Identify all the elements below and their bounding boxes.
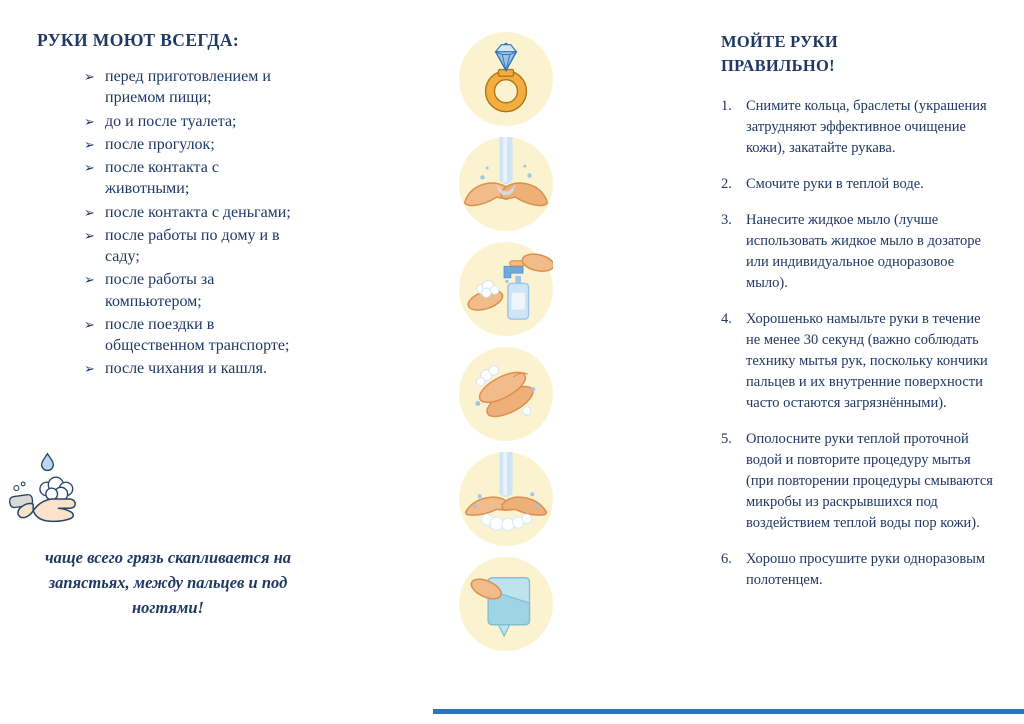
wash-occasion-item-text: после поездки в общественном транспорте;: [105, 315, 290, 355]
wash-occasion-item-text: перед приготовлением и приемом пищи;: [105, 68, 271, 107]
washing-hands-icon: [6, 452, 94, 536]
wash-occasion-item: ➢ перед приготовлением и приемом пищи;: [84, 66, 299, 109]
arrow-bullet-icon: ➢: [84, 227, 95, 243]
wash-occasion-item: ➢ после работы по дому и в саду;: [84, 225, 299, 268]
step-dry-hands-towel-icon: [459, 557, 553, 651]
wash-step-item: 2. Смочите руки в теплой воде.: [721, 174, 993, 195]
wash-occasion-item-text: до и после туалета;: [105, 112, 237, 130]
wash-step-item: 5. Ополосните руки теплой проточной водой…: [721, 429, 993, 534]
wash-step-item-text: Смочите руки в теплой воде.: [746, 175, 924, 192]
wash-occasion-item: ➢ после чихания и кашля.: [84, 358, 299, 379]
wash-occasion-item-text: после контакта с деньгами;: [105, 203, 291, 221]
step-number: 1.: [721, 97, 732, 114]
wash-step-item-text: Снимите кольца, браслеты (украшения затр…: [746, 97, 987, 156]
arrow-bullet-icon: ➢: [84, 272, 95, 288]
wash-step-item-text: Хорошенько намыльте руки в течение не ме…: [746, 310, 988, 412]
wash-step-item-text: Нанесите жидкое мыло (лучше использовать…: [746, 211, 981, 291]
step-apply-soap-dispenser-icon: [459, 242, 553, 336]
wash-occasion-item: ➢ после работы за компьютером;: [84, 269, 299, 312]
arrow-bullet-icon: ➢: [84, 136, 95, 152]
step-number: 5.: [721, 431, 732, 448]
wash-step-item-text: Хорошо просушите руки одноразовым полоте…: [746, 551, 986, 589]
wash-occasion-item: ➢ после контакта с животными;: [84, 157, 299, 200]
step-number: 4.: [721, 310, 732, 327]
wash-step-item: 1. Снимите кольца, браслеты (украшения за…: [721, 96, 993, 159]
wash-occasion-item-text: после работы по дому и в саду;: [105, 226, 280, 266]
arrow-bullet-icon: ➢: [84, 204, 95, 220]
arrow-bullet-icon: ➢: [84, 316, 95, 332]
arrow-bullet-icon: ➢: [84, 69, 95, 84]
step-number: 6.: [721, 551, 732, 568]
dirt-location-note: чаще всего грязь скапливается на запясть…: [44, 548, 292, 617]
wash-occasion-item-text: после контакта с животными;: [105, 159, 219, 198]
step-number: 3.: [721, 211, 732, 228]
when-to-wash-list: ➢ перед приготовлением и приемом пищи; ➢ до…: [84, 66, 299, 380]
bottom-rule: [433, 709, 1024, 714]
wash-occasion-item-text: после прогулок;: [105, 135, 215, 153]
step-rinse-hands-icon: [459, 452, 553, 546]
wash-step-item-text: Ополосните руки теплой проточной водой и…: [746, 431, 993, 532]
wash-step-item: 4. Хорошенько намыльте руки в течение не …: [721, 309, 993, 414]
wash-steps-illustrations: [459, 32, 553, 651]
wash-occasion-item-text: после чихания и кашля.: [105, 360, 267, 378]
step-remove-jewelry-ring-icon: [459, 32, 553, 126]
wash-occasion-item: ➢ после прогулок;: [84, 134, 299, 155]
how-to-wash-section: МОЙТЕ РУКИ ПРАВИЛЬНО! 1. Снимите кольца, …: [721, 30, 993, 606]
arrow-bullet-icon: ➢: [84, 361, 95, 377]
wash-occasion-item: ➢ до и после туалета;: [84, 111, 299, 132]
wash-step-item: 3. Нанесите жидкое мыло (лучше использова…: [721, 210, 993, 294]
arrow-bullet-icon: ➢: [84, 113, 95, 129]
arrow-bullet-icon: ➢: [84, 160, 95, 176]
when-to-wash-section: РУКИ МОЮТ ВСЕГДА: ➢ перед приготовлением …: [37, 30, 312, 382]
wash-occasion-item-text: после работы за компьютером;: [105, 271, 215, 310]
wash-occasion-item: ➢ после поездки в общественном транспорте…: [84, 314, 299, 357]
wash-occasion-item: ➢ после контакта с деньгами;: [84, 202, 299, 223]
step-lather-hands-icon: [459, 347, 553, 441]
how-to-wash-list: 1. Снимите кольца, браслеты (украшения за…: [721, 96, 993, 591]
when-to-wash-title: РУКИ МОЮТ ВСЕГДА:: [37, 30, 240, 50]
wash-step-item: 6. Хорошо просушите руки одноразовым поло…: [721, 549, 993, 591]
step-wet-hands-icon: [459, 137, 553, 231]
how-to-wash-title: МОЙТЕ РУКИ ПРАВИЛЬНО!: [721, 32, 838, 75]
step-number: 2.: [721, 175, 732, 192]
